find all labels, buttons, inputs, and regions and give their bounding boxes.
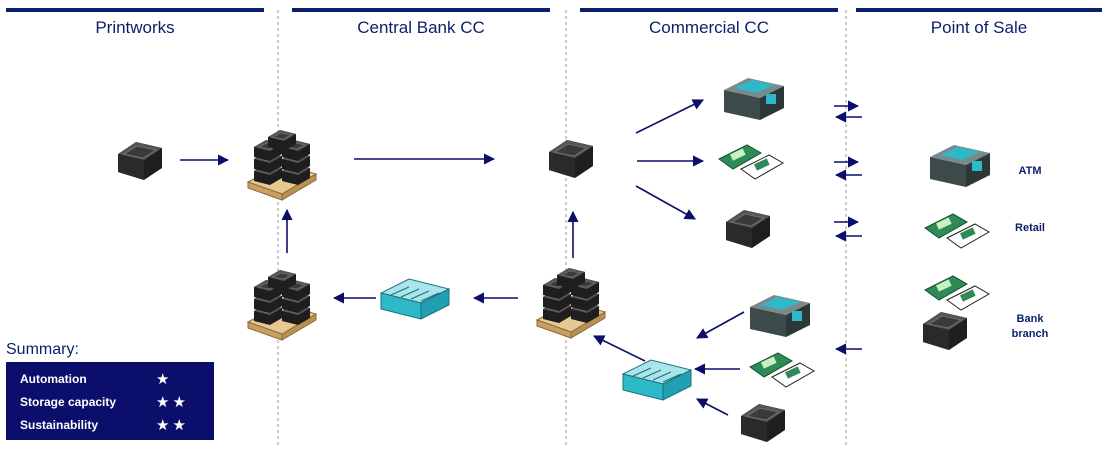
summary-label: Sustainability: [20, 418, 99, 432]
star-rating-icon: ★: [156, 370, 173, 388]
atm-cassette-icon: [750, 295, 810, 337]
container-icon: [740, 403, 786, 443]
summary-row-automation: Automation ★: [20, 370, 210, 390]
summary-box: Automation ★ Storage capacity ★★ Sustain…: [6, 362, 214, 440]
star-rating-icon: ★★: [156, 416, 189, 434]
atm-cassette-icon: [930, 145, 990, 187]
column-dividers: [277, 10, 847, 446]
pos-label-bank-line1: Bank: [1016, 313, 1044, 325]
pos-label-retail: Retail: [1015, 222, 1045, 234]
banknote-bags-icon: [924, 213, 990, 249]
column-title-point-of-sale: Point of Sale: [930, 18, 1028, 37]
atm-cassette-icon: [724, 78, 784, 120]
container-icon: [548, 139, 594, 179]
banknote-bags-icon: [749, 352, 815, 388]
crate-icon: [380, 278, 450, 320]
pallet-icon: [537, 268, 605, 338]
summary-label: Automation: [20, 372, 87, 386]
pos-label-atm: ATM: [1018, 165, 1042, 177]
pos-label-bank-line2: branch: [1011, 328, 1049, 340]
pallet-icon: [248, 130, 316, 200]
summary-title: Summary:: [6, 341, 79, 358]
summary-row-storage-capacity: Storage capacity ★★: [20, 393, 210, 413]
crate-icon: [622, 359, 692, 401]
pos-label-bank-branch: Bank branch: [1000, 312, 1060, 342]
summary-row-sustainability: Sustainability ★★: [20, 416, 210, 436]
column-title-commercial: Commercial CC: [649, 18, 769, 37]
container-icon: [922, 311, 968, 351]
container-icon: [117, 141, 163, 181]
flow-arrows: [180, 99, 862, 416]
summary-label: Storage capacity: [20, 395, 117, 409]
header-bars: [6, 8, 1102, 12]
container-icon: [725, 209, 771, 249]
column-title-central-bank: Central Bank CC: [357, 18, 485, 37]
banknote-bags-icon: [924, 275, 990, 311]
banknote-bags-icon: [718, 144, 784, 180]
star-rating-icon: ★★: [156, 393, 189, 411]
column-title-printworks: Printworks: [95, 18, 175, 37]
pallet-icon: [248, 270, 316, 340]
